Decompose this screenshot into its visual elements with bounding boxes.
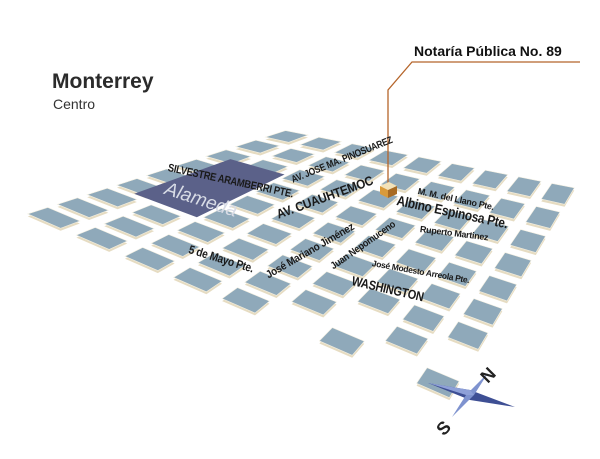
city-block [221, 287, 271, 314]
city-block [374, 217, 416, 239]
city-block [402, 304, 445, 332]
city-block [414, 228, 455, 252]
city-block [270, 208, 316, 229]
city-block [294, 193, 339, 214]
alameda-park[interactable] [134, 159, 285, 218]
city-block [447, 321, 489, 350]
city-block [376, 268, 419, 294]
city-block [462, 298, 503, 326]
city-block [197, 252, 246, 277]
city-block [311, 271, 357, 297]
city-block [103, 215, 155, 238]
city-block [478, 275, 518, 302]
compass-rose-icon [428, 373, 515, 417]
city-block [124, 247, 176, 271]
city-block [353, 235, 397, 258]
city-block [419, 283, 461, 310]
city-block [204, 149, 252, 165]
city-block [75, 227, 129, 250]
city-block [343, 164, 386, 182]
city-block [471, 169, 509, 190]
city-block [176, 221, 226, 243]
city-block [525, 206, 561, 229]
city-block [319, 179, 363, 198]
city-block [416, 181, 456, 201]
district-subtitle: Centro [53, 96, 96, 112]
city-block [234, 139, 281, 154]
city-block [271, 148, 316, 163]
city-block [454, 240, 494, 265]
city-block [332, 253, 377, 278]
city-block [221, 237, 270, 261]
city-block [281, 169, 326, 187]
city-block [86, 187, 138, 208]
city-block [437, 163, 476, 182]
city-block [264, 130, 310, 143]
city-block [333, 143, 376, 159]
city-block [402, 156, 442, 174]
city-block [384, 325, 429, 355]
city-title: Monterrey [52, 70, 154, 93]
city-block [26, 207, 81, 229]
city-block [318, 327, 365, 356]
city-block [471, 219, 510, 242]
city-block [246, 223, 293, 245]
city-block [488, 197, 526, 220]
city-block [56, 197, 110, 218]
city-block [298, 136, 343, 151]
city-block [494, 252, 532, 278]
city-block [202, 208, 251, 229]
city-block [436, 261, 477, 287]
city-block [540, 183, 575, 205]
city-block [509, 229, 546, 253]
marker-leader-line [387, 61, 580, 184]
city-block [334, 205, 378, 226]
city-block [452, 189, 491, 210]
city-block [506, 176, 542, 197]
city-block [228, 195, 276, 215]
city-block [395, 199, 436, 220]
city-block [266, 254, 314, 279]
city-block [433, 209, 473, 231]
city-block [312, 221, 356, 244]
city-block [307, 156, 351, 173]
city-block [255, 182, 301, 201]
city-block [289, 238, 335, 261]
city-block [172, 267, 223, 293]
city-block [395, 248, 437, 273]
city-block [291, 289, 338, 316]
city-block [244, 270, 292, 296]
city-block [131, 204, 182, 225]
notary-label[interactable]: Notaría Pública No. 89 [414, 43, 562, 59]
city-block [357, 287, 401, 314]
notary-marker-icon[interactable] [380, 182, 397, 198]
city-block [150, 234, 201, 257]
